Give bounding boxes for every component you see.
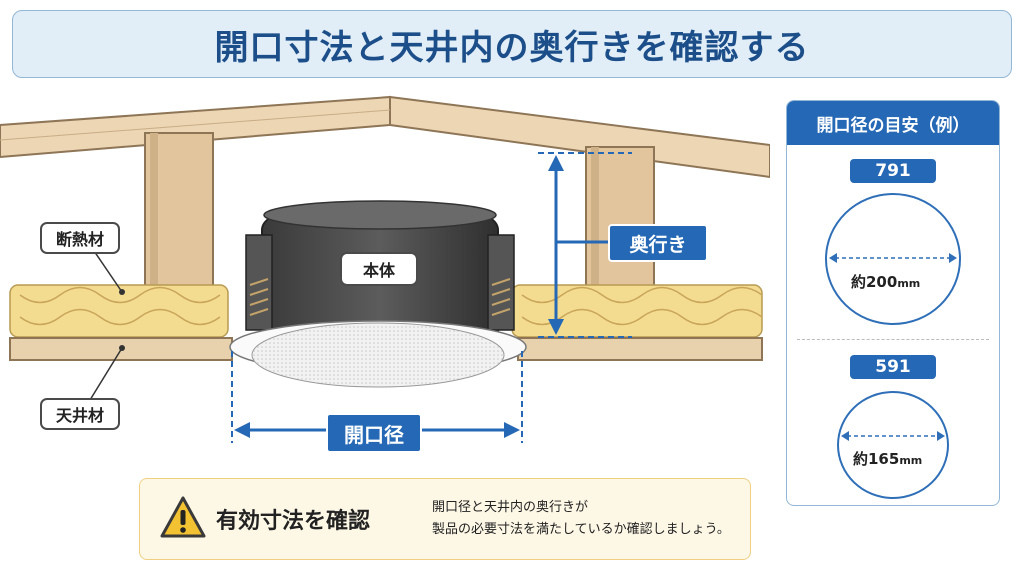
speaker-unit bbox=[229, 200, 527, 388]
diameter-arrow-165 bbox=[841, 431, 945, 441]
notice-title: 有効寸法を確認 bbox=[216, 509, 371, 534]
notice-line-1: 開口径と天井内の奥行きが bbox=[432, 500, 589, 515]
label-opening: 開口径 bbox=[326, 413, 422, 453]
circle-200 bbox=[825, 193, 961, 325]
ceiling-board-right bbox=[517, 337, 763, 361]
diameter-165: 約165mm bbox=[853, 448, 923, 469]
ceiling-diagram bbox=[0, 95, 770, 443]
label-body: 本体 bbox=[340, 252, 418, 286]
diameter-arrow-200 bbox=[829, 253, 957, 263]
model-badge-591: 591 bbox=[850, 355, 936, 379]
rafter-right bbox=[389, 95, 770, 179]
insulation-right bbox=[511, 284, 763, 338]
label-insulation: 断熱材 bbox=[40, 222, 120, 254]
label-depth: 奥行き bbox=[608, 224, 708, 262]
label-ceiling: 天井材 bbox=[40, 398, 120, 430]
panel-heading: 開口径の目安（例） bbox=[787, 101, 999, 145]
circle-165 bbox=[837, 391, 949, 499]
page-title: 開口寸法と天井内の奥行きを確認する bbox=[214, 27, 810, 68]
notice-body: 開口径と天井内の奥行きが 製品の必要寸法を満たしているか確認しましょう。 bbox=[432, 497, 730, 541]
warning-icon bbox=[160, 496, 206, 538]
arrow-icon bbox=[548, 155, 564, 171]
title-bar: 開口寸法と天井内の奥行きを確認する bbox=[12, 10, 1012, 78]
panel-divider bbox=[797, 339, 989, 340]
model-badge-791: 791 bbox=[850, 159, 936, 183]
opening-guide-panel: 開口径の目安（例） 791 約200mm 591 約165mm bbox=[786, 100, 1000, 506]
diameter-200: 約200mm bbox=[851, 271, 921, 292]
notice-line-2: 製品の必要寸法を満たしているか確認しましょう。 bbox=[432, 522, 730, 537]
insulation-left bbox=[9, 284, 229, 338]
notice-box: 有効寸法を確認 開口径と天井内の奥行きが 製品の必要寸法を満たしているか確認しま… bbox=[139, 478, 751, 560]
